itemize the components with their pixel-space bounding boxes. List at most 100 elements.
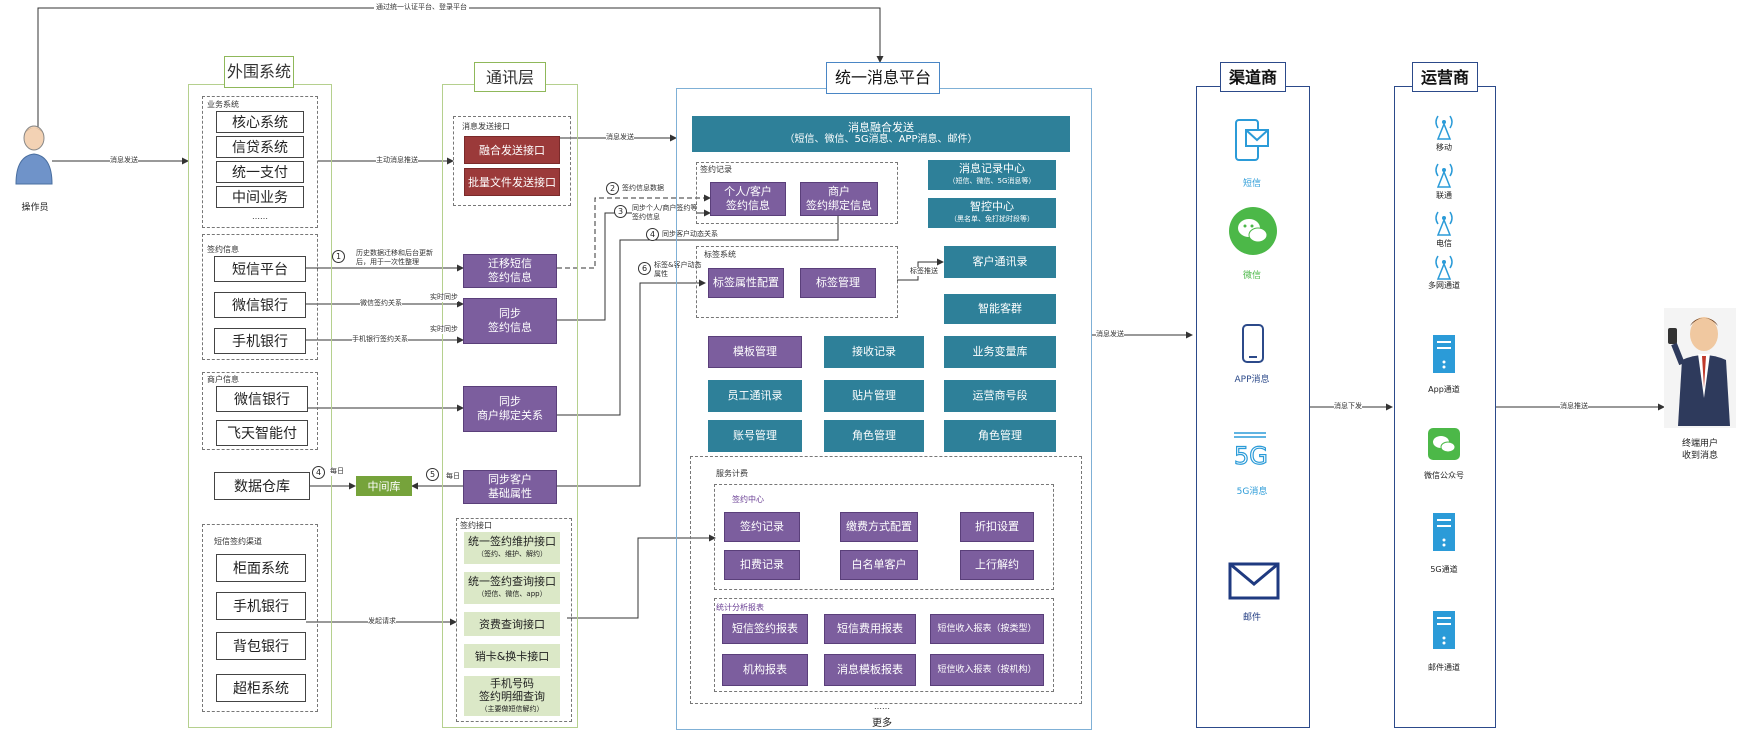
operator-mobile-label: 移动	[1436, 143, 1452, 152]
sync-customer-attrs-text: 同步客户 基础属性	[488, 473, 532, 500]
sc-uplink-cancel[interactable]: 上行解约	[960, 550, 1034, 580]
sign-record-group	[696, 162, 898, 224]
sign-center-group	[714, 484, 1054, 590]
sms-platform[interactable]: 短信平台	[214, 256, 306, 282]
account-manage[interactable]: 账号管理	[708, 420, 802, 452]
channel-super-counter[interactable]: 超柜系统	[216, 674, 306, 702]
biz-credit[interactable]: 信贷系统	[216, 136, 304, 158]
sign-api-maintain[interactable]: 统一签约维护接口 （签约、维护、解约）	[464, 532, 560, 564]
stats-org[interactable]: 机构报表	[722, 654, 808, 686]
sync-sign-info-text: 同步 签约信息	[488, 307, 532, 334]
stats-income-org[interactable]: 短信收入报表（按机构）	[930, 654, 1044, 686]
record-center[interactable]: 消息记录中心 （短信、微信、5G消息等）	[928, 160, 1056, 190]
top-line-label: 通过统一认证平台、登录平台	[374, 3, 469, 12]
tag-manage[interactable]: 标签管理	[800, 268, 876, 298]
step-circle-5: 5	[426, 468, 439, 481]
tag-attr-config[interactable]: 标签属性配置	[708, 268, 784, 298]
customer-list[interactable]: 客户通讯录	[944, 246, 1056, 278]
role-manage-mid[interactable]: 角色管理	[824, 420, 924, 452]
antenna-icon-unicom	[1432, 162, 1456, 188]
operator-title: 运营商	[1412, 62, 1478, 92]
patch-manage[interactable]: 贴片管理	[824, 380, 924, 412]
merchant-sign-info-text: 商户 签约绑定信息	[806, 185, 872, 212]
merchant-sign-info[interactable]: 商户 签约绑定信息	[800, 182, 878, 216]
fusion-send-api[interactable]: 融合发送接口	[464, 136, 560, 164]
biz-group	[202, 96, 318, 228]
app-channel-label: APP消息	[1234, 375, 1270, 385]
biz-middle[interactable]: 中间业务	[216, 186, 304, 208]
edge-biz-push: 主动消息推送	[376, 156, 418, 165]
sync-sign-info[interactable]: 同步 签约信息	[463, 298, 557, 344]
stats-sms-sign[interactable]: 短信签约报表	[722, 614, 808, 644]
merchant-feitian[interactable]: 飞天智能付	[216, 420, 308, 446]
fusion-send-box[interactable]: 消息融合发送 （短信、微信、5G消息、APP消息、邮件）	[692, 116, 1070, 152]
wechat-channel-label: 微信	[1242, 271, 1261, 281]
sync-merchant-binding[interactable]: 同步 商户绑定关系	[463, 386, 557, 432]
channel-mobile-bank[interactable]: 手机银行	[216, 592, 306, 620]
stats-template[interactable]: 消息模板报表	[824, 654, 916, 686]
billing-group	[690, 456, 1082, 704]
stats-income-type[interactable]: 短信收入报表（按类型）	[930, 614, 1044, 644]
fee-query-api[interactable]: 资费查询接口	[464, 612, 560, 636]
wechat-bank[interactable]: 微信银行	[214, 292, 306, 318]
stats-group	[714, 598, 1054, 692]
operator-segment[interactable]: 运营商号段	[944, 380, 1056, 412]
server-icon-mail	[1432, 610, 1456, 650]
batch-file-send-api[interactable]: 批量文件发送接口	[464, 168, 560, 196]
biz-payment[interactable]: 统一支付	[216, 161, 304, 183]
sign-api-maintain-title: 统一签约维护接口	[468, 535, 556, 548]
receive-record[interactable]: 接收记录	[824, 336, 924, 368]
card-cancel-api[interactable]: 销卡&换卡接口	[464, 644, 560, 668]
channel-backpack-bank[interactable]: 背包银行	[216, 632, 306, 660]
template-manage[interactable]: 模板管理	[708, 336, 802, 368]
edge-e3: 同步个人/商户签约等 签约信息	[632, 204, 698, 222]
sc-fee-record[interactable]: 扣费记录	[724, 550, 800, 580]
operator-mail-label: 邮件通道	[1428, 663, 1460, 672]
employee-list[interactable]: 员工通讯录	[708, 380, 802, 412]
biz-core[interactable]: 核心系统	[216, 111, 304, 133]
sc-sign-record[interactable]: 签约记录	[724, 512, 800, 542]
smart-center[interactable]: 智控中心 （黑名单、免打扰时段等）	[928, 198, 1056, 228]
middle-db[interactable]: 中间库	[356, 476, 412, 496]
antenna-icon-telecom	[1432, 210, 1456, 236]
sc-pay-config[interactable]: 缴费方式配置	[840, 512, 918, 542]
data-warehouse[interactable]: 数据仓库	[214, 472, 310, 500]
mobile-bank[interactable]: 手机银行	[214, 328, 306, 354]
sign-api-maintain-sub: （签约、维护、解约）	[477, 550, 547, 558]
channel-title: 渠道商	[1220, 62, 1286, 92]
migrate-sms-sign[interactable]: 迁移短信 签约信息	[463, 254, 557, 288]
edge-e6: 标签&客户动态 属性	[654, 261, 702, 279]
waiwei-title: 外围系统	[224, 56, 294, 88]
sync-merchant-binding-text: 同步 商户绑定关系	[477, 395, 543, 422]
phone-sign-detail-api[interactable]: 手机号码 签约明细查询 （主要做短信解约）	[464, 676, 560, 716]
biz-variable-lib[interactable]: 业务变量库	[944, 336, 1056, 368]
channel-group-label: 短信签约渠道	[214, 537, 262, 546]
role-manage-right[interactable]: 角色管理	[944, 420, 1056, 452]
sign-group-label: 签约信息	[207, 245, 239, 254]
migrate-sms-sign-text: 迁移短信 签约信息	[488, 257, 532, 284]
edge-request: 发起请求	[368, 617, 396, 626]
sc-discount[interactable]: 折扣设置	[960, 512, 1034, 542]
sign-group	[202, 234, 318, 360]
biz-more: ……	[252, 212, 268, 221]
tag-group-label: 标签系统	[704, 250, 736, 259]
smart-group[interactable]: 智能客群	[944, 294, 1056, 324]
channel-group	[202, 524, 318, 712]
tag-group	[696, 246, 898, 318]
personal-sign-info[interactable]: 个人/客户 签约信息	[710, 182, 786, 216]
send-group	[453, 116, 571, 206]
channel-counter[interactable]: 柜面系统	[216, 554, 306, 582]
sc-whitelist[interactable]: 白名单客户	[840, 550, 918, 580]
stats-sms-fee[interactable]: 短信费用报表	[824, 614, 916, 644]
edge-sync-time-1: 实时同步	[430, 293, 458, 302]
sign-api-query[interactable]: 统一签约查询接口 （短信、微信、app）	[464, 572, 560, 604]
sync-customer-attrs[interactable]: 同步客户 基础属性	[463, 470, 557, 504]
end-user-label-1: 终端用户	[1681, 439, 1718, 449]
edge-e4b: 每日	[330, 467, 344, 476]
step-circle-4b: 4	[312, 466, 325, 479]
server-icon-5g	[1432, 512, 1456, 552]
merchant-wechat-bank[interactable]: 微信银行	[216, 386, 308, 412]
edge-e4: 同步客户动态关系	[662, 230, 718, 239]
step-circle-1: 1	[332, 250, 345, 263]
antenna-icon-mobile	[1432, 114, 1456, 140]
